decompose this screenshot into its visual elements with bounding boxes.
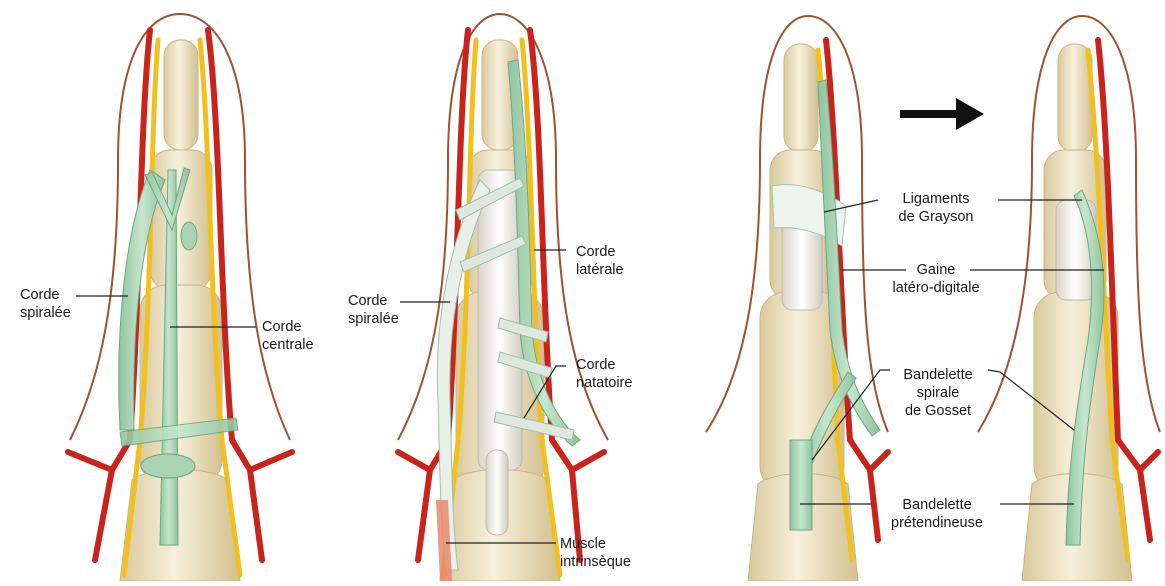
- label-ligaments-grayson: Ligaments de Grayson: [878, 190, 994, 226]
- p2-tendon-stump: [486, 450, 508, 535]
- label-corde-laterale: Corde latérale: [576, 243, 624, 279]
- p2-artery-branch-right: [572, 452, 604, 470]
- p1-metacarpal: [120, 470, 240, 582]
- panel-3-finger-right: [978, 16, 1160, 581]
- panel-3-finger-left: [706, 16, 888, 581]
- label-corde-centrale: Corde centrale: [262, 318, 314, 354]
- p2-artery-branch-left: [398, 452, 430, 470]
- p1-distal-phalanx: [164, 40, 198, 150]
- label-corde-spiralee-1: Corde spiralée: [20, 286, 71, 322]
- transition-arrow-icon: [900, 98, 984, 130]
- p3-artery-branch: [870, 452, 888, 470]
- p3-distal-phalanx: [784, 44, 818, 152]
- panel-2-finger: [398, 14, 608, 581]
- label-bandelette-pretendineuse: Bandelette prétendineuse: [872, 496, 1002, 532]
- label-muscle-intrinseque: Muscle intrinsèque: [560, 535, 631, 571]
- p1-nodule-bottom: [141, 454, 195, 478]
- p3r-artery-branch: [1140, 452, 1158, 470]
- label-corde-natatoire: Corde natatoire: [576, 356, 632, 392]
- p1-nodule-top: [181, 222, 197, 250]
- p1-artery-branch-right: [250, 452, 292, 470]
- p3-pretendinous-band: [790, 440, 812, 530]
- arrow-shaft: [900, 110, 960, 118]
- label-corde-spiralee-2: Corde spiralée: [348, 292, 399, 328]
- label-bandelette-spirale: Bandelette spirale de Gosset: [880, 366, 996, 420]
- p1-artery-branch-left: [68, 452, 112, 470]
- label-gaine-latero-digitale: Gaine latéro-digitale: [872, 261, 1000, 297]
- p1-middle-phalanx: [150, 150, 212, 290]
- arrow-head: [956, 98, 984, 130]
- panel-1-finger: [68, 14, 292, 581]
